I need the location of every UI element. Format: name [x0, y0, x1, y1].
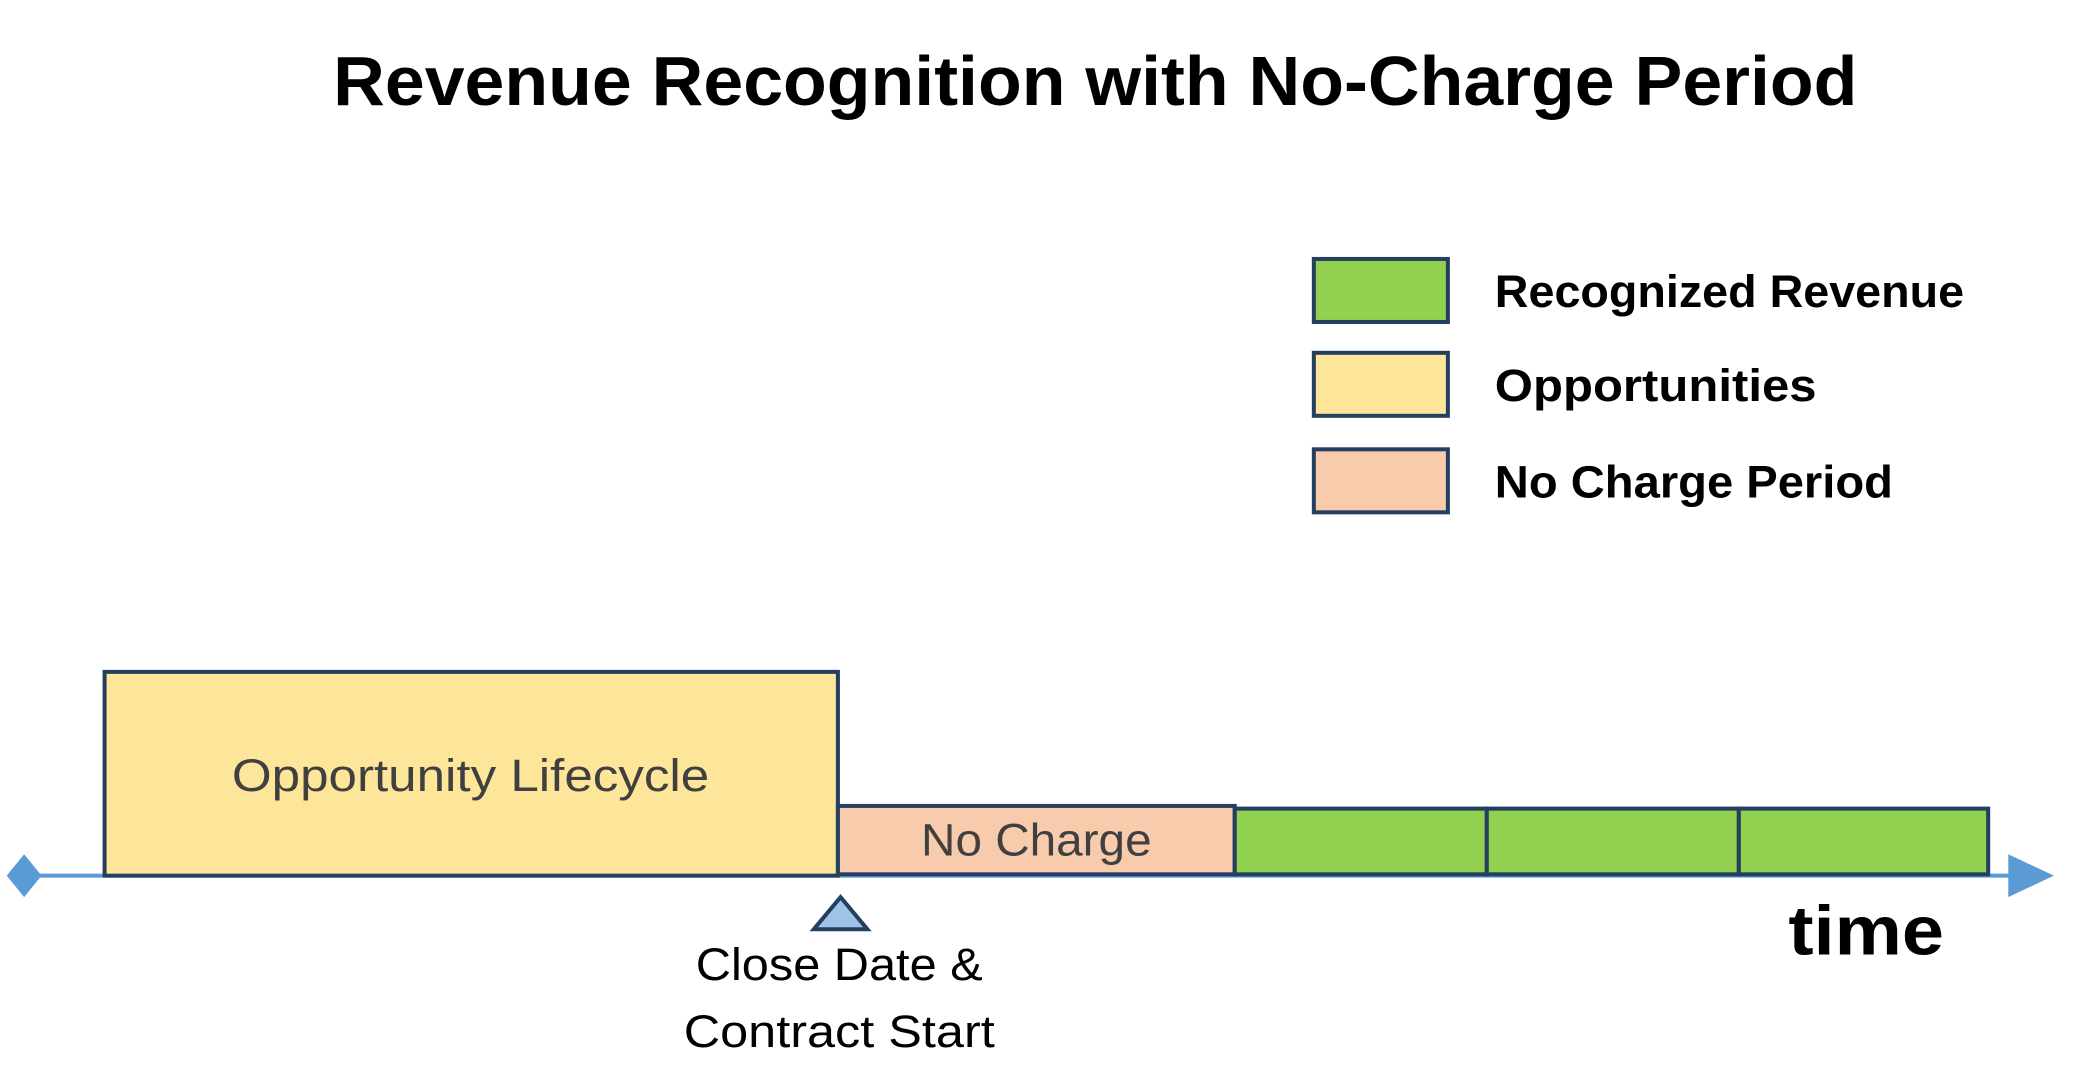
axis-start-diamond-icon [6, 854, 42, 898]
legend-swatch-no-charge-period [1311, 447, 1450, 515]
no-charge-label: No Charge [921, 815, 1152, 866]
recognized-revenue-segment [1736, 806, 1991, 877]
diagram-title: Revenue Recognition with No-Charge Perio… [333, 42, 1857, 120]
opportunity-lifecycle-bar [102, 669, 840, 878]
legend-swatch-recognized-revenue [1311, 256, 1450, 324]
opportunity-lifecycle-label: Opportunity Lifecycle [232, 750, 709, 801]
contract-start-label: Contract Start [684, 1006, 995, 1057]
recognized-revenue-segment [1232, 806, 1489, 877]
axis-arrow-icon [2008, 854, 2054, 898]
recognized-revenue-segment [1484, 806, 1741, 877]
legend-label-opportunities: Opportunities [1495, 360, 1817, 411]
close-date-triangle-icon [809, 893, 872, 932]
legend-label-recognized-revenue: Recognized Revenue [1495, 266, 1964, 317]
legend-swatch-opportunities [1311, 350, 1450, 418]
no-charge-bar [835, 803, 1237, 877]
legend: Recognized Revenue Opportunities No Char… [1311, 256, 1964, 515]
close-date-label: Close Date & [696, 939, 983, 990]
time-axis-label: time [1788, 892, 1944, 970]
legend-label-no-charge-period: No Charge Period [1495, 457, 1893, 508]
